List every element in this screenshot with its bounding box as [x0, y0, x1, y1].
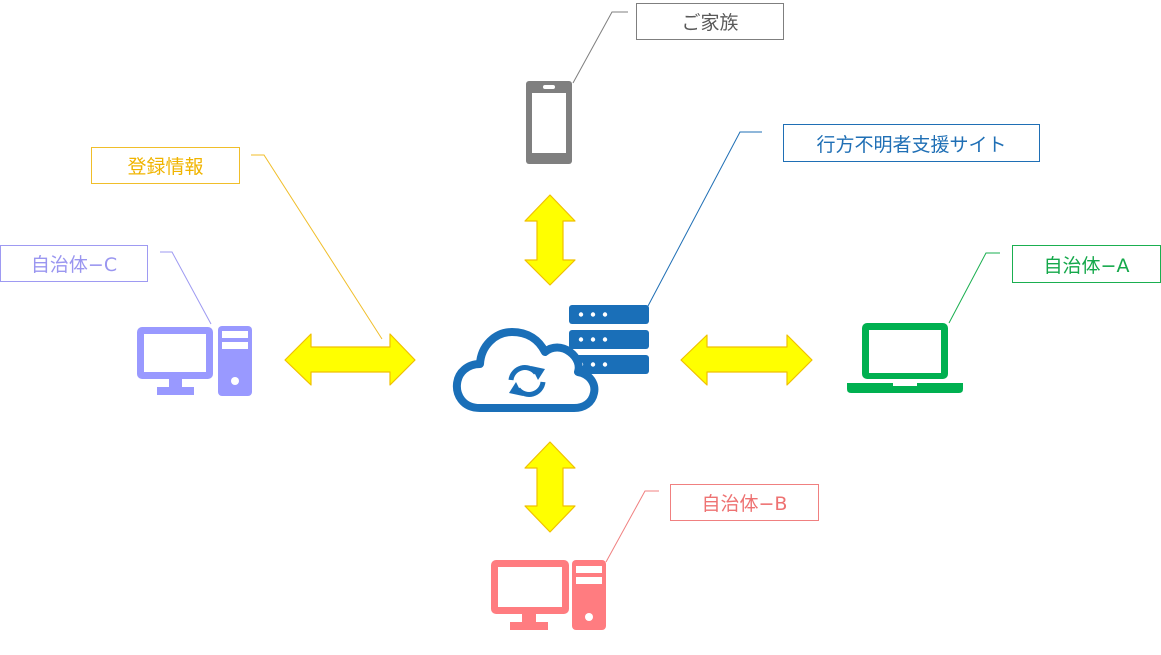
label-support-site: 行方不明者支援サイト [783, 124, 1040, 162]
label-city-c: 自治体−C [0, 245, 148, 282]
arrow-left [284, 333, 416, 386]
label-family-text: ご家族 [681, 12, 739, 34]
arrow-right [680, 334, 813, 386]
laptop-icon [847, 323, 963, 393]
label-family: ご家族 [636, 3, 784, 40]
leader-line-registration [251, 154, 383, 340]
leader-line-city-a [948, 252, 1000, 324]
arrow-bottom [524, 441, 576, 533]
leader-line-family [572, 11, 628, 84]
label-registration-info-text: 登録情報 [127, 156, 204, 178]
leader-line-site [647, 131, 762, 307]
label-city-a: 自治体−A [1012, 245, 1161, 283]
cloud-sync-server-icon [452, 305, 649, 412]
label-registration-info: 登録情報 [91, 147, 240, 184]
server-icon [569, 305, 649, 374]
leader-line-city-c [160, 251, 212, 325]
desktop-pc-icon-city-b [491, 560, 606, 630]
label-city-b-text: 自治体−B [701, 493, 788, 515]
desktop-pc-icon-city-c [137, 326, 252, 396]
smartphone-icon [526, 81, 572, 164]
label-city-a-text: 自治体−A [1043, 254, 1130, 277]
label-support-site-text: 行方不明者支援サイト [816, 133, 1007, 156]
arrow-top [524, 194, 576, 286]
label-city-b: 自治体−B [670, 484, 819, 521]
leader-line-city-b [605, 490, 659, 563]
cloud-icon [452, 328, 599, 412]
label-city-c-text: 自治体−C [30, 254, 118, 276]
